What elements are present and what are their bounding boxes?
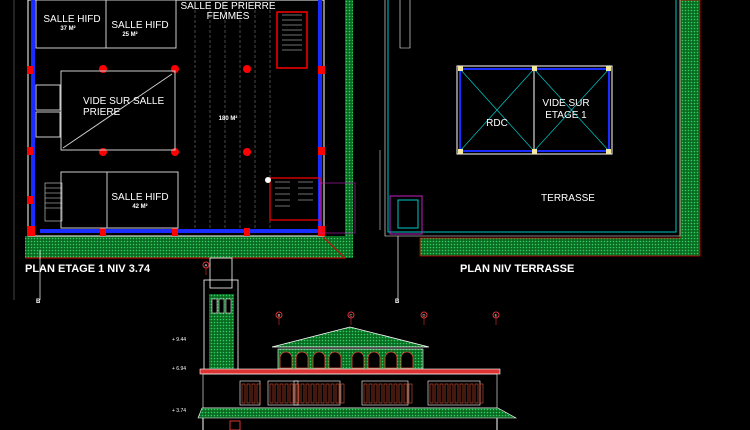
room-area: 25 M² (122, 31, 137, 38)
room-label: SALLE DE PRIERRE (180, 1, 275, 12)
plan-etage-1: SALLE HIFD 37 M² SALLE HIFD 25 M² SALLE … (13, 0, 356, 305)
arched-window (351, 351, 365, 369)
room-label: PRIERE (83, 107, 121, 118)
window (361, 380, 413, 406)
room-area: 37 M² (60, 25, 75, 32)
axis-label: A (205, 263, 208, 268)
stairs (44, 11, 356, 234)
room-label: SALLE HIFD (43, 14, 100, 25)
room-area: 180 M² (219, 115, 238, 122)
plan-title: PLAN ETAGE 1 NIV 3.74 (25, 263, 151, 275)
hatched-border (25, 236, 353, 258)
arched-window (328, 351, 342, 369)
window (267, 380, 299, 406)
section-mark: B (395, 299, 400, 305)
plan-terrasse: RDC VIDE SUR ETAGE 1 TERRASSE PLAN NIV T… (379, 0, 701, 305)
axis-label: E (495, 313, 498, 318)
arched-window (295, 351, 309, 369)
zone-label: ETAGE 1 (545, 110, 587, 121)
plan-title: PLAN NIV TERRASSE (460, 263, 574, 275)
window (239, 380, 261, 406)
arched-window (312, 351, 326, 369)
level-label: + 9.44 (172, 337, 186, 343)
zone-label-terrasse: TERRASSE (541, 193, 595, 204)
arched-window (400, 351, 414, 369)
zone-label: VIDE SUR (542, 98, 589, 109)
roof (271, 326, 430, 348)
elevation: + 9.44 + 6.94 + 3.74 A B C D E (172, 257, 518, 430)
axis-label: B (278, 313, 281, 318)
level-label: + 3.74 (172, 408, 186, 414)
room-area: 42 M² (132, 203, 147, 210)
room-label: SALLE HIFD (111, 20, 168, 31)
arched-window (367, 351, 381, 369)
room-label: FEMMES (207, 11, 250, 22)
window (293, 380, 345, 406)
arched-window (279, 351, 293, 369)
axis-label: C (350, 313, 353, 318)
level-label: + 6.94 (172, 366, 186, 372)
window (427, 380, 484, 406)
section-mark: B (36, 299, 41, 305)
room-label: SALLE HIFD (111, 192, 168, 203)
zone-label-rdc: RDC (486, 118, 508, 129)
axis-label: D (423, 313, 426, 318)
hatched-border (345, 0, 353, 258)
arched-window (384, 351, 398, 369)
room-label: VIDE SUR SALLE (83, 96, 164, 107)
